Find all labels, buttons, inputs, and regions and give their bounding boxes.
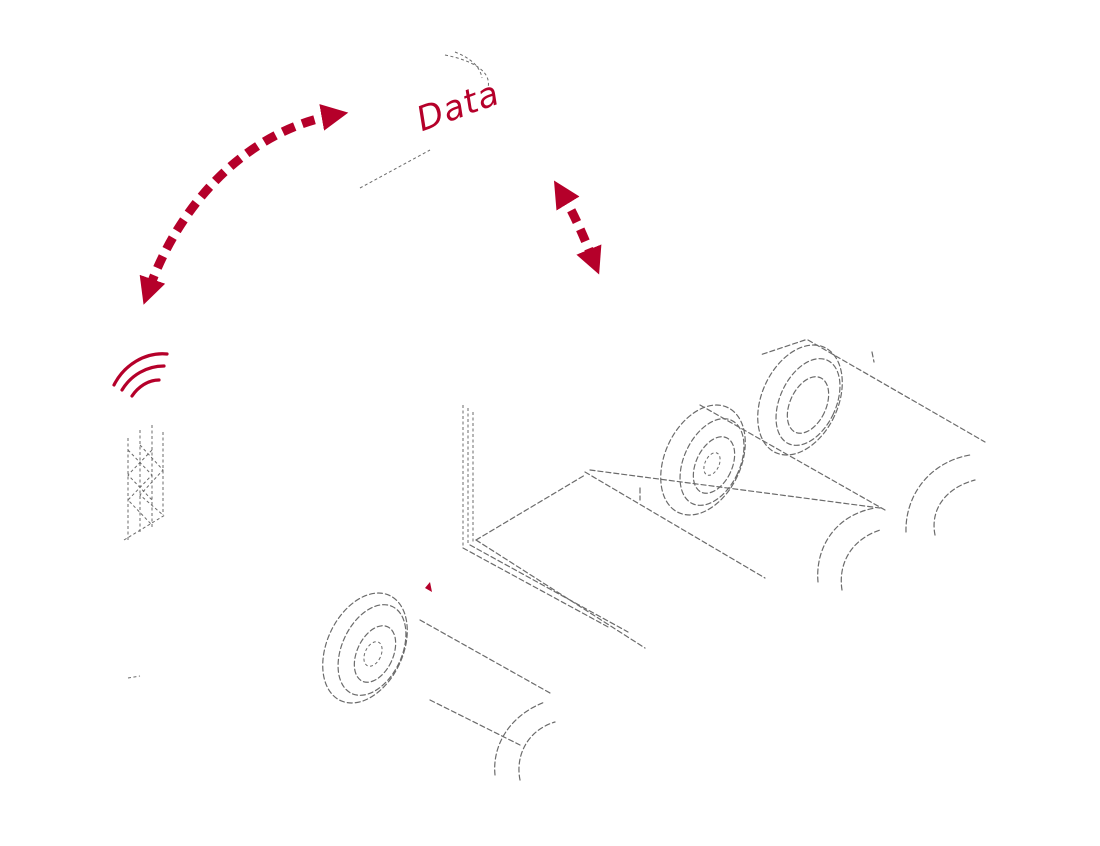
cell-tower-icon — [123, 425, 166, 679]
sensor-marker-icon — [425, 582, 432, 592]
truck-chassis-icon — [322, 339, 986, 781]
cloud-tower-bidirectional-arrow-icon — [139, 104, 349, 305]
cloud-truck-bidirectional-arrow-icon — [553, 180, 602, 275]
wifi-signal-icon — [112, 352, 169, 398]
cloud-icon — [359, 51, 489, 189]
